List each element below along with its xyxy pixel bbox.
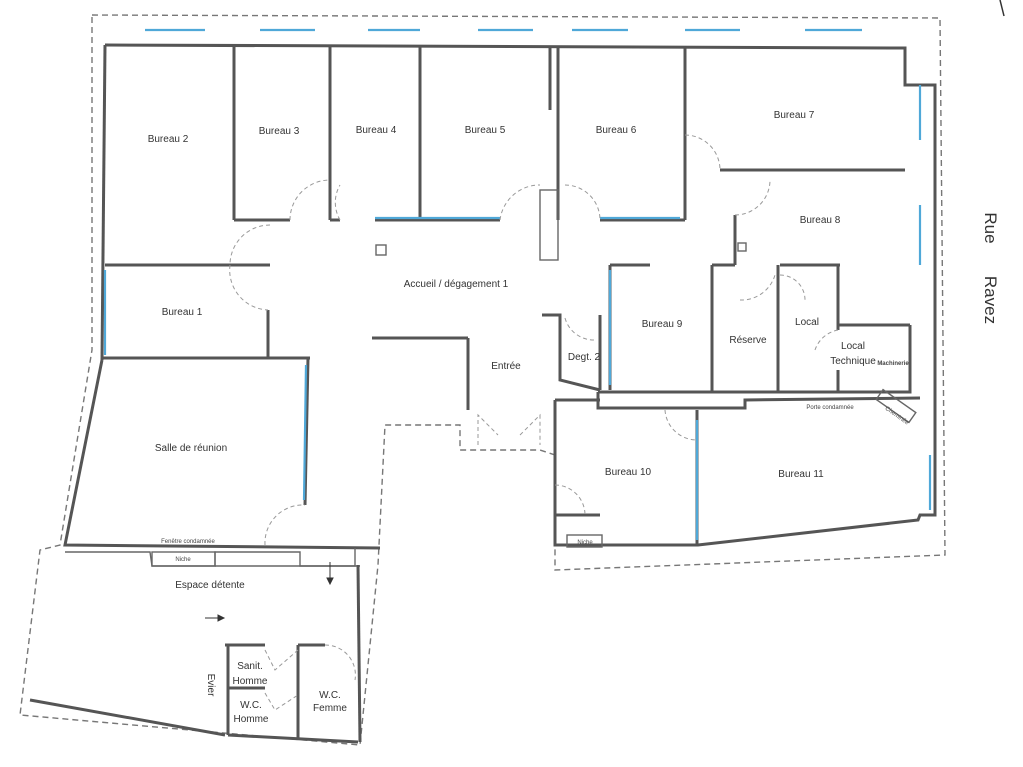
room-local-technique-line2: Technique [830,356,876,367]
room-bureau-4: Bureau 4 [356,125,397,136]
room-wc-femme-line2: Femme [313,703,347,714]
porte-condamnee-label: Porte condamnée [806,405,854,411]
room-espace-detente: Espace détente [175,580,245,591]
room-wc-homme: W.C. [240,700,262,711]
room-bureau-5: Bureau 5 [465,125,506,136]
room-labels: Bureau 2 Bureau 3 Bureau 4 Bureau 5 Bure… [148,110,910,725]
room-bureau-11: Bureau 11 [778,469,824,480]
room-local: Local [795,317,819,328]
room-entree: Entrée [491,361,521,372]
room-wc-femme: W.C. [319,690,341,701]
arrows [205,0,1005,622]
room-bureau-2: Bureau 2 [148,134,189,145]
room-bureau-6: Bureau 6 [596,125,637,136]
room-bureau-7: Bureau 7 [774,110,815,121]
annotations: Fenêtre condamnée Niche Niche Porte cond… [161,405,910,563]
room-salle-de-reunion: Salle de réunion [155,443,227,454]
room-bureau-8: Bureau 8 [800,215,841,226]
street-name-word-2: Ravez [981,276,1000,324]
room-bureau-9: Bureau 9 [642,319,683,330]
evier-label: Evier [205,674,216,697]
room-accueil: Accueil / dégagement 1 [404,279,509,290]
room-sanit-homme-line2: Homme [232,676,267,687]
room-local-technique: Local [841,341,865,352]
room-machinerie: Machinerie [877,361,909,367]
windows [103,28,932,540]
room-sanit-homme: Sanit. [237,661,263,672]
street-name-word-1: Rue [981,212,1000,243]
walls [29,43,937,744]
room-reserve: Réserve [729,335,767,346]
room-bureau-3: Bureau 3 [259,126,300,137]
niche-label: Niche [577,540,593,546]
niche-label: Niche [175,557,191,563]
room-degt-2: Degt. 2 [568,352,601,363]
door-swings [229,134,839,711]
room-wc-homme-line2: Homme [233,714,268,725]
cheminee-label: Cheminée [884,406,910,427]
property-boundary [19,14,946,746]
fenetre-condamnee-label: Fenêtre condamnée [161,539,215,545]
room-bureau-10: Bureau 10 [605,467,652,478]
room-bureau-1: Bureau 1 [162,307,203,318]
